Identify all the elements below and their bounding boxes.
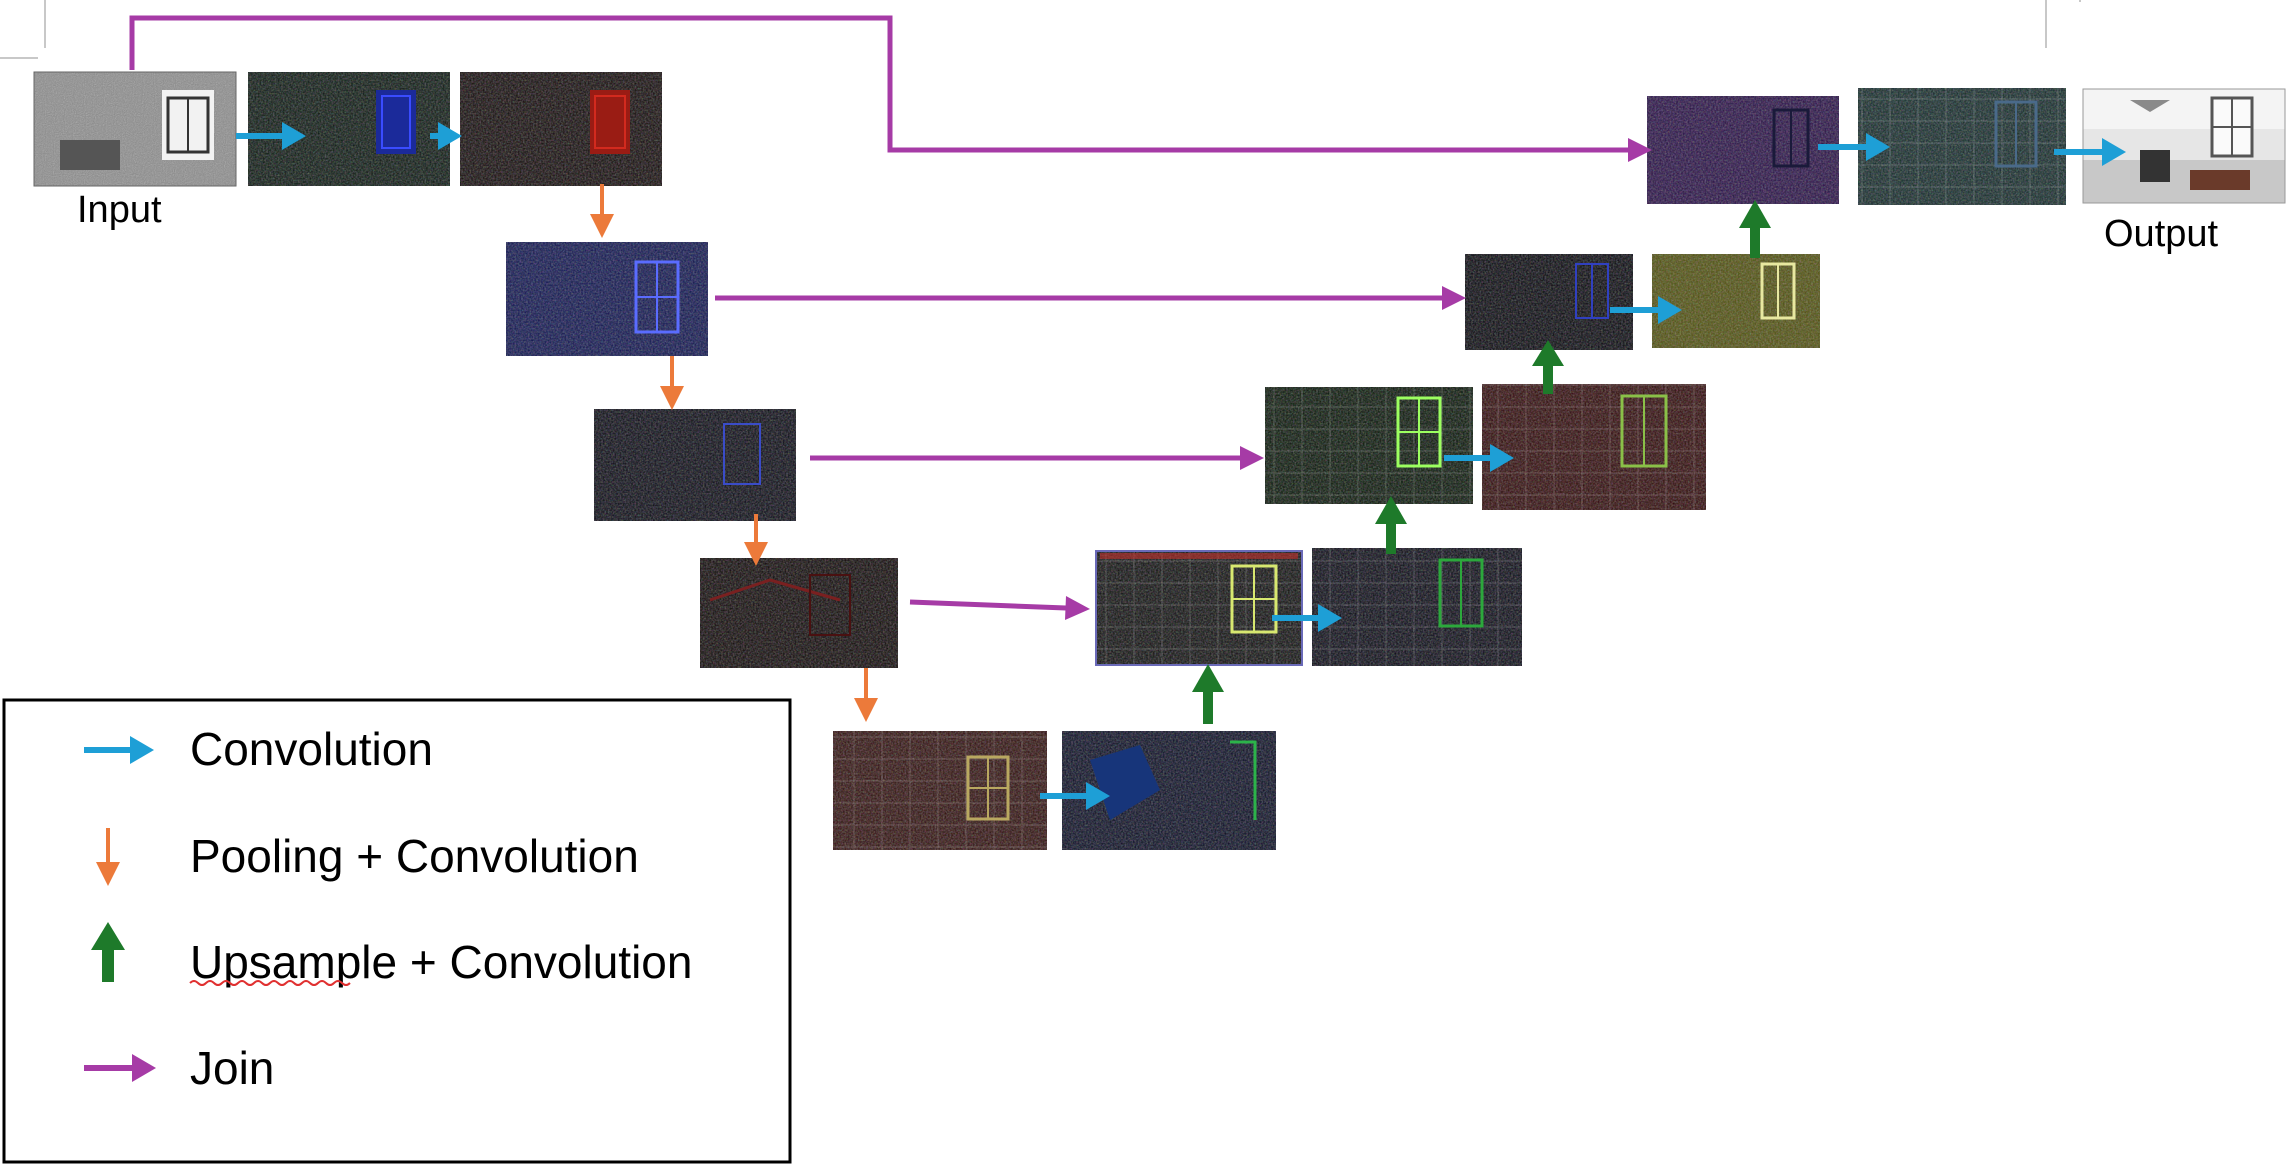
- legend-box: [2, 698, 792, 1164]
- join-arrow-level2: [715, 286, 1466, 310]
- pool-arrow-2: [660, 356, 684, 410]
- join-arrows: [129, 15, 1652, 620]
- upsample-arrow-icon: [91, 922, 125, 982]
- upsample-arrow-4: [1739, 200, 1771, 258]
- convolution-arrows: [236, 122, 2126, 810]
- dec4-map-a: [1095, 550, 1303, 666]
- upsample-arrows: [1192, 200, 1771, 724]
- legend-label-pooling: Pooling + Convolution: [190, 830, 639, 882]
- pooling-arrow-icon: [96, 828, 120, 886]
- page-guides: [0, 0, 2081, 59]
- pool-arrow-3: [744, 514, 768, 566]
- output-image: [2082, 88, 2286, 204]
- legend-item-convolution: Convolution: [84, 723, 433, 775]
- conv-arrow-output: [2054, 138, 2126, 166]
- feature-maps: [33, 71, 2286, 850]
- dec1-map-b: [1858, 88, 2066, 205]
- join-arrow-level1: [129, 15, 1652, 162]
- conv-arrow-enc1: [430, 122, 462, 150]
- upsample-arrow-3: [1532, 340, 1564, 394]
- legend-label-join: Join: [190, 1042, 274, 1094]
- enc3-map: [594, 409, 796, 521]
- conv-arrow-bottleneck: [1040, 782, 1110, 810]
- legend-label-upsample: Upsample + Convolution: [190, 936, 692, 988]
- dec4-map-b: [1312, 548, 1522, 666]
- enc4-map: [700, 558, 898, 668]
- join-arrow-icon: [84, 1054, 156, 1082]
- output-label: Output: [2104, 213, 2219, 255]
- bottleneck-map-a: [833, 731, 1047, 850]
- dec3-map-a: [1265, 387, 1473, 504]
- convolution-arrow-icon: [84, 736, 154, 764]
- conv-arrow-dec1: [1818, 133, 1890, 161]
- legend-label-convolution: Convolution: [190, 723, 433, 775]
- legend-item-upsample: Upsample + Convolution: [91, 922, 692, 988]
- input-label: Input: [77, 189, 162, 231]
- legend-item-join: Join: [84, 1042, 274, 1094]
- conv-arrow-dec3: [1444, 444, 1514, 472]
- input-image: [33, 71, 237, 187]
- pool-arrow-1: [590, 184, 614, 238]
- pool-arrow-4: [854, 668, 878, 722]
- upsample-arrow-1: [1192, 664, 1224, 724]
- conv-arrow-dec2: [1610, 296, 1682, 324]
- legend-item-pooling: Pooling + Convolution: [96, 828, 639, 886]
- dec3-map-b: [1482, 384, 1706, 510]
- conv-arrow-dec4: [1272, 604, 1342, 632]
- join-arrow-level3: [810, 446, 1264, 470]
- conv-arrow-input: [236, 122, 306, 150]
- join-arrow-level4: [909, 596, 1090, 620]
- dec1-map-a: [1647, 96, 1839, 204]
- enc2-map: [506, 242, 708, 356]
- enc1-map-a: [248, 72, 450, 186]
- enc1-map-b: [460, 72, 662, 186]
- pooling-arrows: [590, 184, 878, 722]
- dec2-map-a: [1465, 254, 1633, 350]
- upsample-arrow-2: [1375, 496, 1407, 554]
- spellcheck-underline: [189, 980, 351, 986]
- dec2-map-b: [1652, 254, 1820, 348]
- legend: Convolution Pooling + Convolution Upsamp…: [2, 698, 792, 1164]
